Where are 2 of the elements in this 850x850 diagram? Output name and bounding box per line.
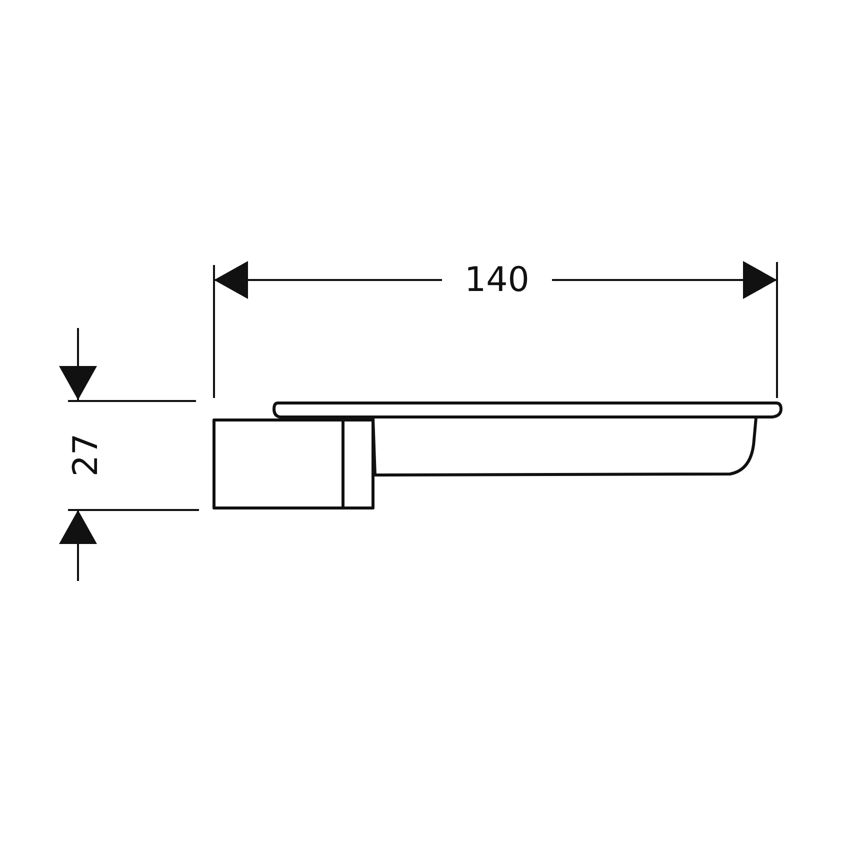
- dimension-label: 27: [69, 433, 103, 477]
- dimension-label: 140: [464, 263, 530, 297]
